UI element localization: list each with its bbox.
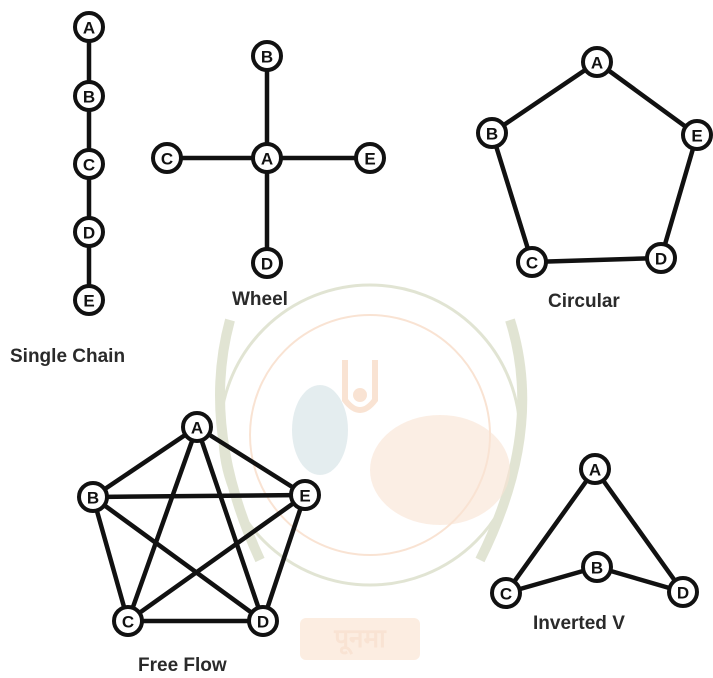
wheel-node-a: A [253, 144, 281, 172]
single-chain-node-label: A [83, 19, 95, 38]
wheel-node-label: A [261, 150, 273, 169]
free-flow-node-label: B [87, 489, 99, 508]
single-chain-node-label: C [83, 156, 95, 175]
wheel-node-label: E [364, 150, 375, 169]
free-flow-node-a: A [183, 413, 211, 441]
circular-node-e: E [683, 121, 711, 149]
free-flow-edge-a-b [93, 427, 197, 497]
circular-edge-d-e [661, 135, 697, 258]
circular-node-d: D [647, 244, 675, 272]
single-chain-node-a: A [75, 13, 103, 41]
free-flow-node-d: D [249, 607, 277, 635]
inverted-v-node-d: D [669, 578, 697, 606]
inverted-v-edge-a-c [506, 469, 595, 593]
single-chain-node-c: C [75, 150, 103, 178]
inverted-v-node-c: C [492, 579, 520, 607]
inverted-v-node-label: A [589, 461, 601, 480]
inverted-v-node-b: B [583, 553, 611, 581]
wheel-node-label: C [161, 150, 173, 169]
wheel-node-label: D [261, 255, 273, 274]
inverted-v-node-a: A [581, 455, 609, 483]
wheel-node-d: D [253, 249, 281, 277]
free-flow-node-b: B [79, 483, 107, 511]
circular-node-a: A [583, 48, 611, 76]
circular-edge-e-a [597, 62, 697, 135]
watermark-banner-text: पूनमा [333, 623, 387, 655]
circular-node-b: B [478, 119, 506, 147]
free-flow-edge-b-e [93, 495, 305, 497]
inverted-v-node-label: D [677, 584, 689, 603]
free-flow-node-e: E [291, 481, 319, 509]
caption-single-chain: Single Chain [10, 346, 125, 367]
circular-node-c: C [518, 248, 546, 276]
free-flow-edge-a-c [128, 427, 197, 621]
single-chain-node-d: D [75, 218, 103, 246]
wheel-node-b: B [253, 42, 281, 70]
free-flow-edge-c-e [128, 495, 305, 621]
circular-node-label: D [655, 250, 667, 269]
single-chain-node-label: E [83, 292, 94, 311]
free-flow-node-c: C [114, 607, 142, 635]
free-flow-node-label: A [191, 419, 203, 438]
free-flow-edge-d-e [263, 495, 305, 621]
caption-circular: Circular [548, 291, 620, 312]
wheel-node-e: E [356, 144, 384, 172]
caption-wheel: Wheel [232, 289, 288, 310]
inverted-v-node-label: C [500, 585, 512, 604]
circular-node-label: B [486, 125, 498, 144]
single-chain-node-label: D [83, 224, 95, 243]
free-flow-node-label: C [122, 613, 134, 632]
wheel-node-c: C [153, 144, 181, 172]
caption-inverted-v: Inverted V [533, 613, 625, 634]
free-flow-node-label: E [299, 487, 310, 506]
single-chain-node-label: B [83, 88, 95, 107]
inverted-v-node-label: B [591, 559, 603, 578]
circular-node-label: A [591, 54, 603, 73]
free-flow-node-label: D [257, 613, 269, 632]
free-flow-edge-b-c [93, 497, 128, 621]
caption-free-flow: Free Flow [138, 655, 227, 676]
circular-edge-a-b [492, 62, 597, 133]
circular-node-label: E [691, 127, 702, 146]
circular-node-label: C [526, 254, 538, 273]
circular-edge-c-d [532, 258, 661, 262]
single-chain-node-e: E [75, 286, 103, 314]
circular-edge-b-c [492, 133, 532, 262]
wheel-node-label: B [261, 48, 273, 67]
single-chain-node-b: B [75, 82, 103, 110]
